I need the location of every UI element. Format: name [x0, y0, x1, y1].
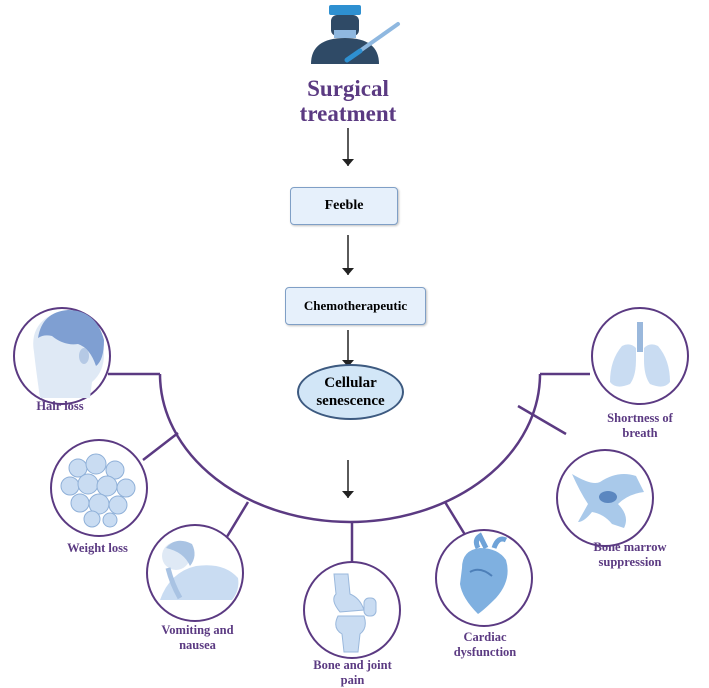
head-icon [33, 310, 105, 398]
shortness-breath-label: Shortness of breath [585, 411, 695, 441]
bone-line-2: pain [340, 673, 365, 687]
chemotherapeutic-box: Chemotherapeutic [285, 287, 426, 325]
cellular-senescence-oval: Cellular senescence [297, 364, 404, 420]
marrow-line-2: suppression [598, 555, 662, 569]
lungs-icon [610, 322, 670, 387]
hair-loss-text: Hair loss [36, 399, 84, 413]
marrow-line-1: Bone marrow [593, 540, 667, 554]
bone-joint-label: Bone and joint pain [295, 658, 410, 688]
knee-joint-icon [333, 573, 377, 653]
bone-line-1: Bone and joint [313, 658, 392, 672]
surgical-treatment-title: Surgical treatment [270, 76, 426, 126]
nausea-person-icon [160, 540, 239, 600]
chemotherapeutic-label: Chemotherapeutic [303, 298, 408, 313]
fat-cells-icon [60, 453, 136, 528]
weight-loss-label: Weight loss [40, 541, 155, 556]
feeble-label: Feeble [324, 198, 364, 213]
breath-line-1: Shortness of [607, 411, 673, 425]
cardiac-line-2: dysfunction [453, 645, 517, 659]
hair-loss-label: Hair loss [10, 399, 110, 414]
vomiting-line-1: Vomiting and [161, 623, 234, 637]
vomiting-line-2: nausea [179, 638, 216, 652]
senescence-line-1: Cellular [324, 375, 377, 391]
weight-loss-text: Weight loss [67, 541, 128, 555]
breath-line-2: breath [622, 426, 658, 440]
feeble-box: Feeble [290, 187, 398, 225]
bone-marrow-cell-icon [572, 474, 644, 528]
bone-marrow-label: Bone marrow suppression [570, 540, 690, 570]
cardiac-line-1: Cardiac [463, 630, 507, 644]
title-line-2: treatment [299, 101, 397, 126]
title-line-1: Surgical [307, 76, 389, 101]
cardiac-label: Cardiac dysfunction [430, 630, 540, 660]
vomiting-label: Vomiting and nausea [140, 623, 255, 653]
surgeon-icon [311, 5, 400, 64]
senescence-line-2: senescence [316, 393, 385, 409]
heart-icon [460, 532, 508, 614]
